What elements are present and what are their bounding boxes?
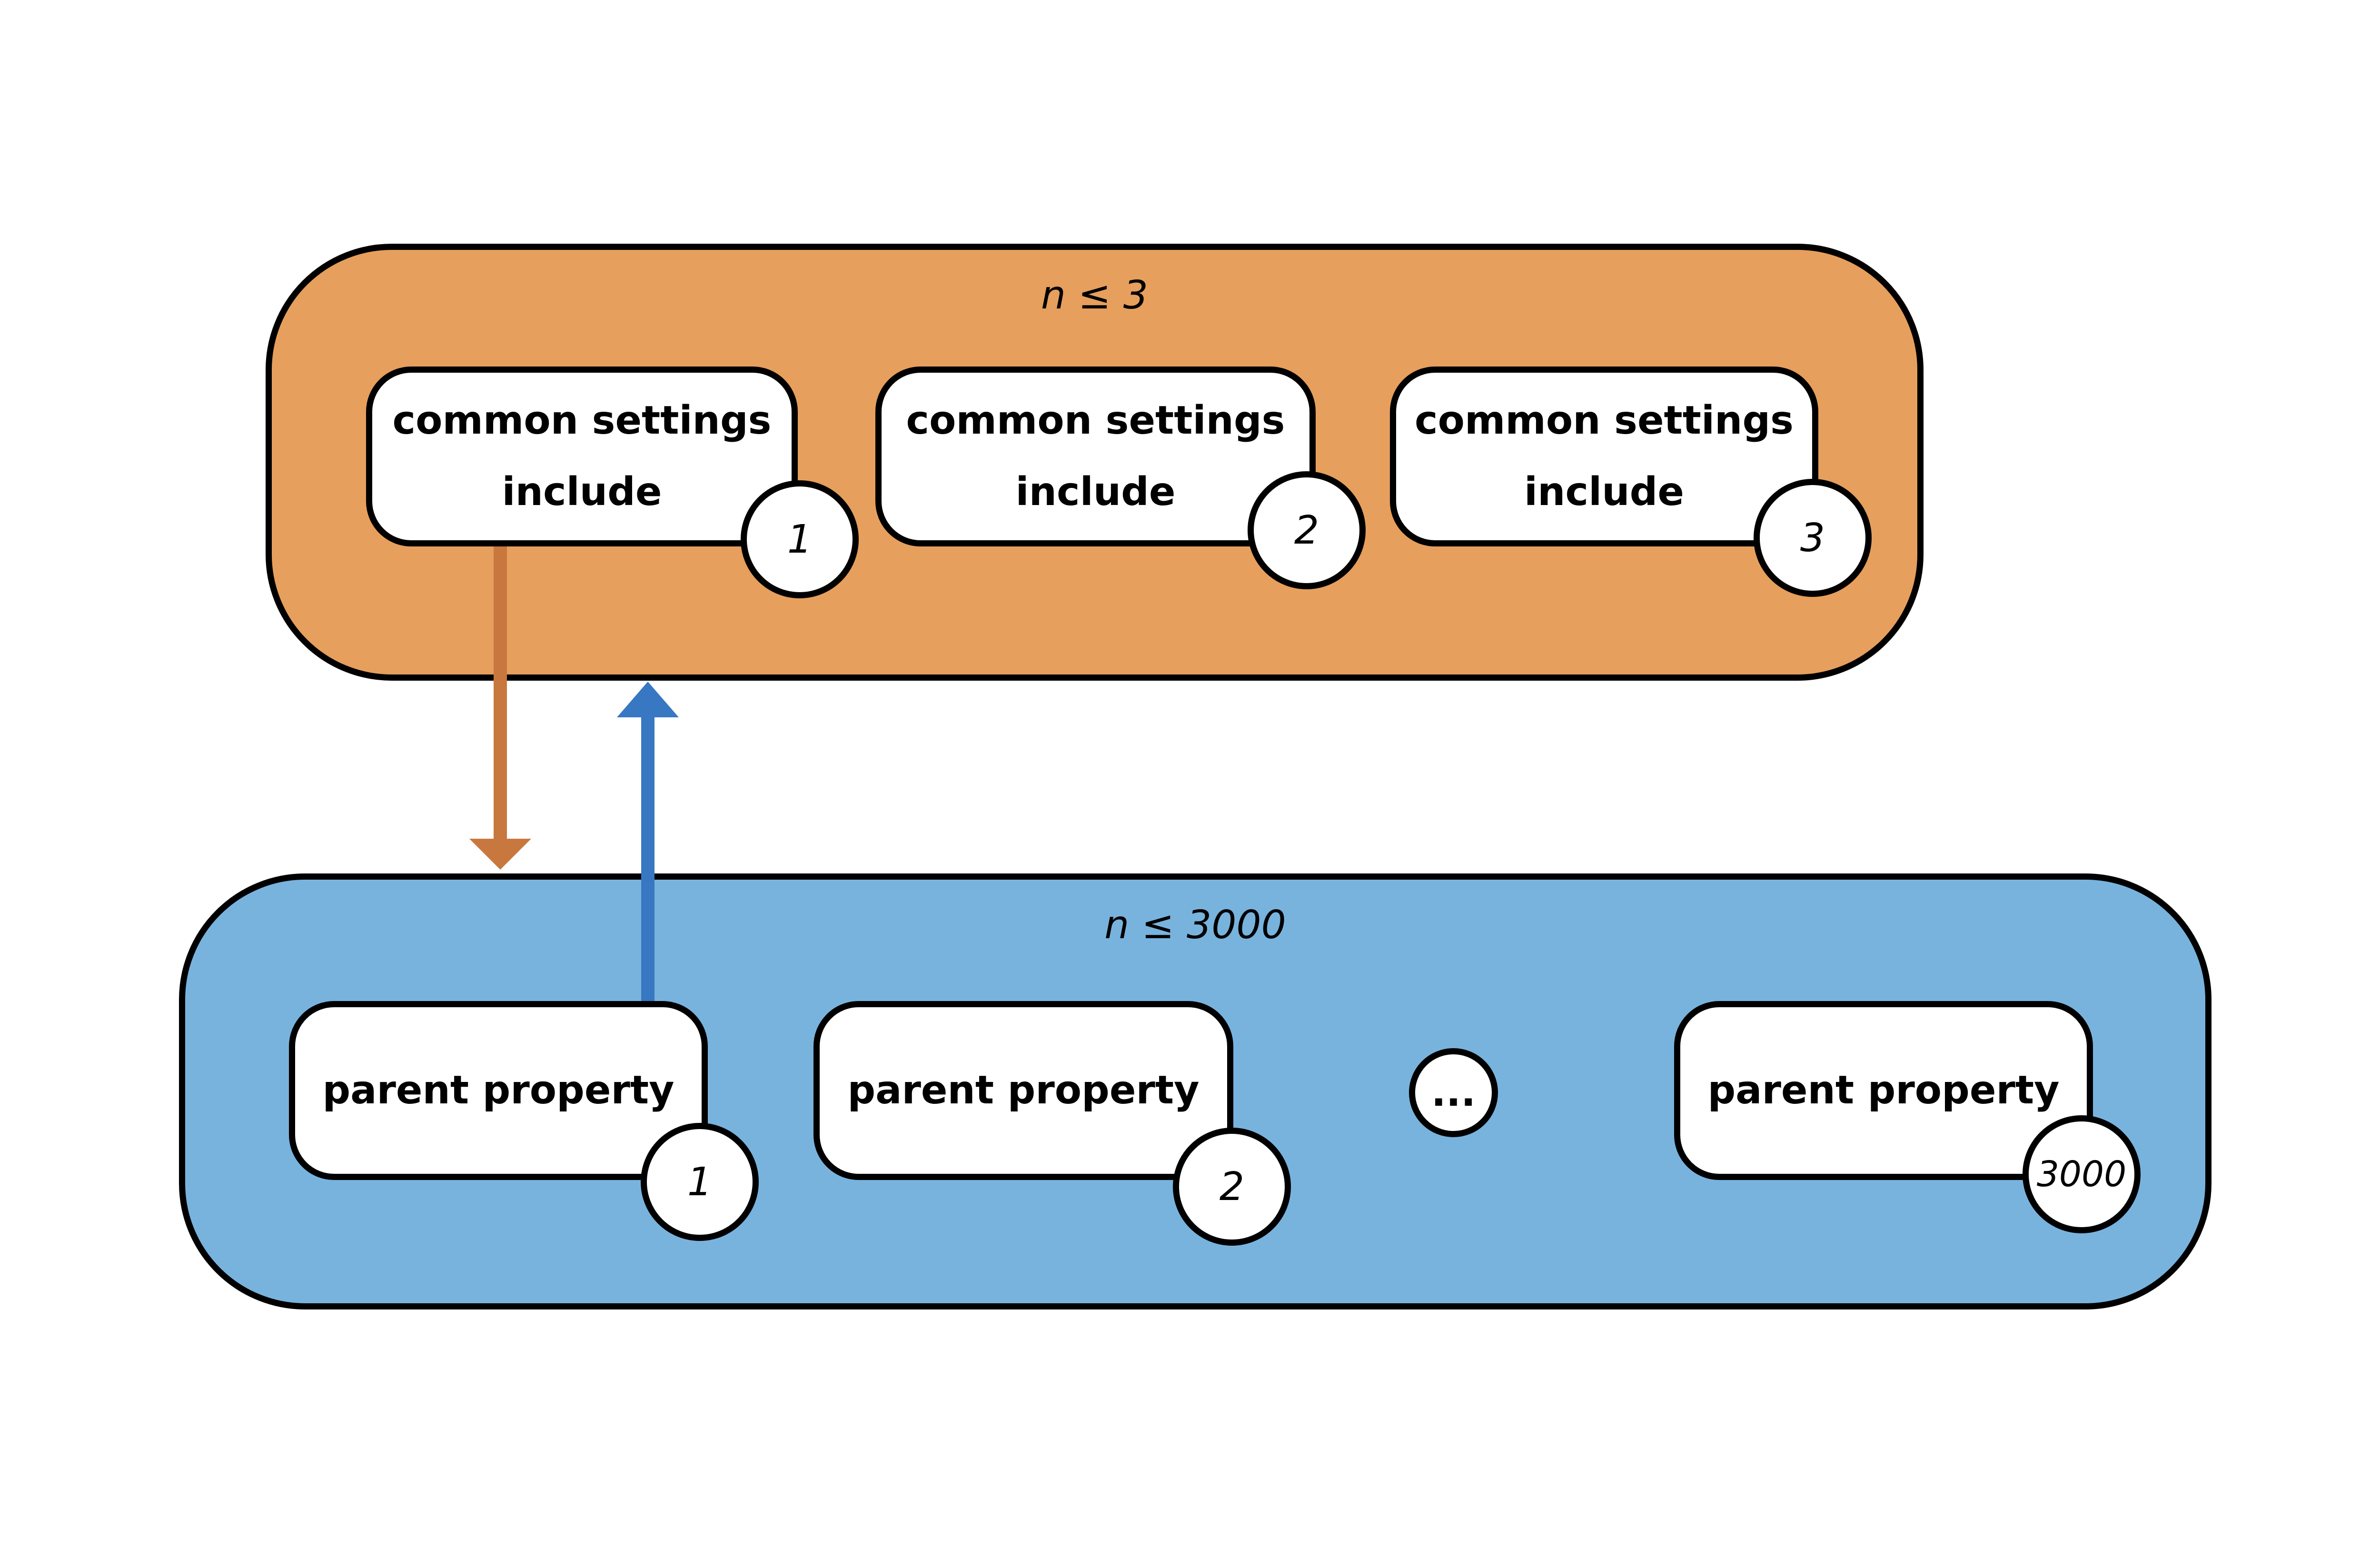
- common-settings-card-1: common settings include: [366, 367, 798, 546]
- card-line-1: common settings: [906, 398, 1285, 443]
- card-line-1: common settings: [392, 398, 772, 443]
- card-line-1: common settings: [1415, 398, 1794, 443]
- card-label: parent property: [847, 1068, 1200, 1113]
- badge-circle: 1: [741, 480, 859, 598]
- parent-property-card-1: parent property: [289, 1001, 708, 1180]
- ellipsis-circle: ...: [1409, 1048, 1498, 1137]
- parent-property-card-3000: parent property: [1674, 1001, 2093, 1180]
- bottom-group-label: n ≤ 3000: [1104, 902, 1286, 948]
- card-label: parent property: [1707, 1068, 2060, 1113]
- card-label: parent property: [322, 1068, 674, 1113]
- card-line-2: include: [1015, 469, 1176, 515]
- badge-circle: 2: [1248, 471, 1366, 589]
- common-settings-card-2: common settings include: [875, 367, 1316, 546]
- card-line-2: include: [502, 469, 662, 515]
- top-group-label: n ≤ 3: [1041, 273, 1148, 318]
- badge-circle: 2: [1173, 1128, 1291, 1246]
- badge-circle: 1: [641, 1123, 759, 1241]
- badge-circle: 3: [1754, 479, 1872, 597]
- common-settings-card-3: common settings include: [1390, 367, 1818, 546]
- card-line-2: include: [1524, 469, 1684, 515]
- badge-circle: 3000: [2023, 1115, 2141, 1233]
- parent-property-card-2: parent property: [813, 1001, 1233, 1180]
